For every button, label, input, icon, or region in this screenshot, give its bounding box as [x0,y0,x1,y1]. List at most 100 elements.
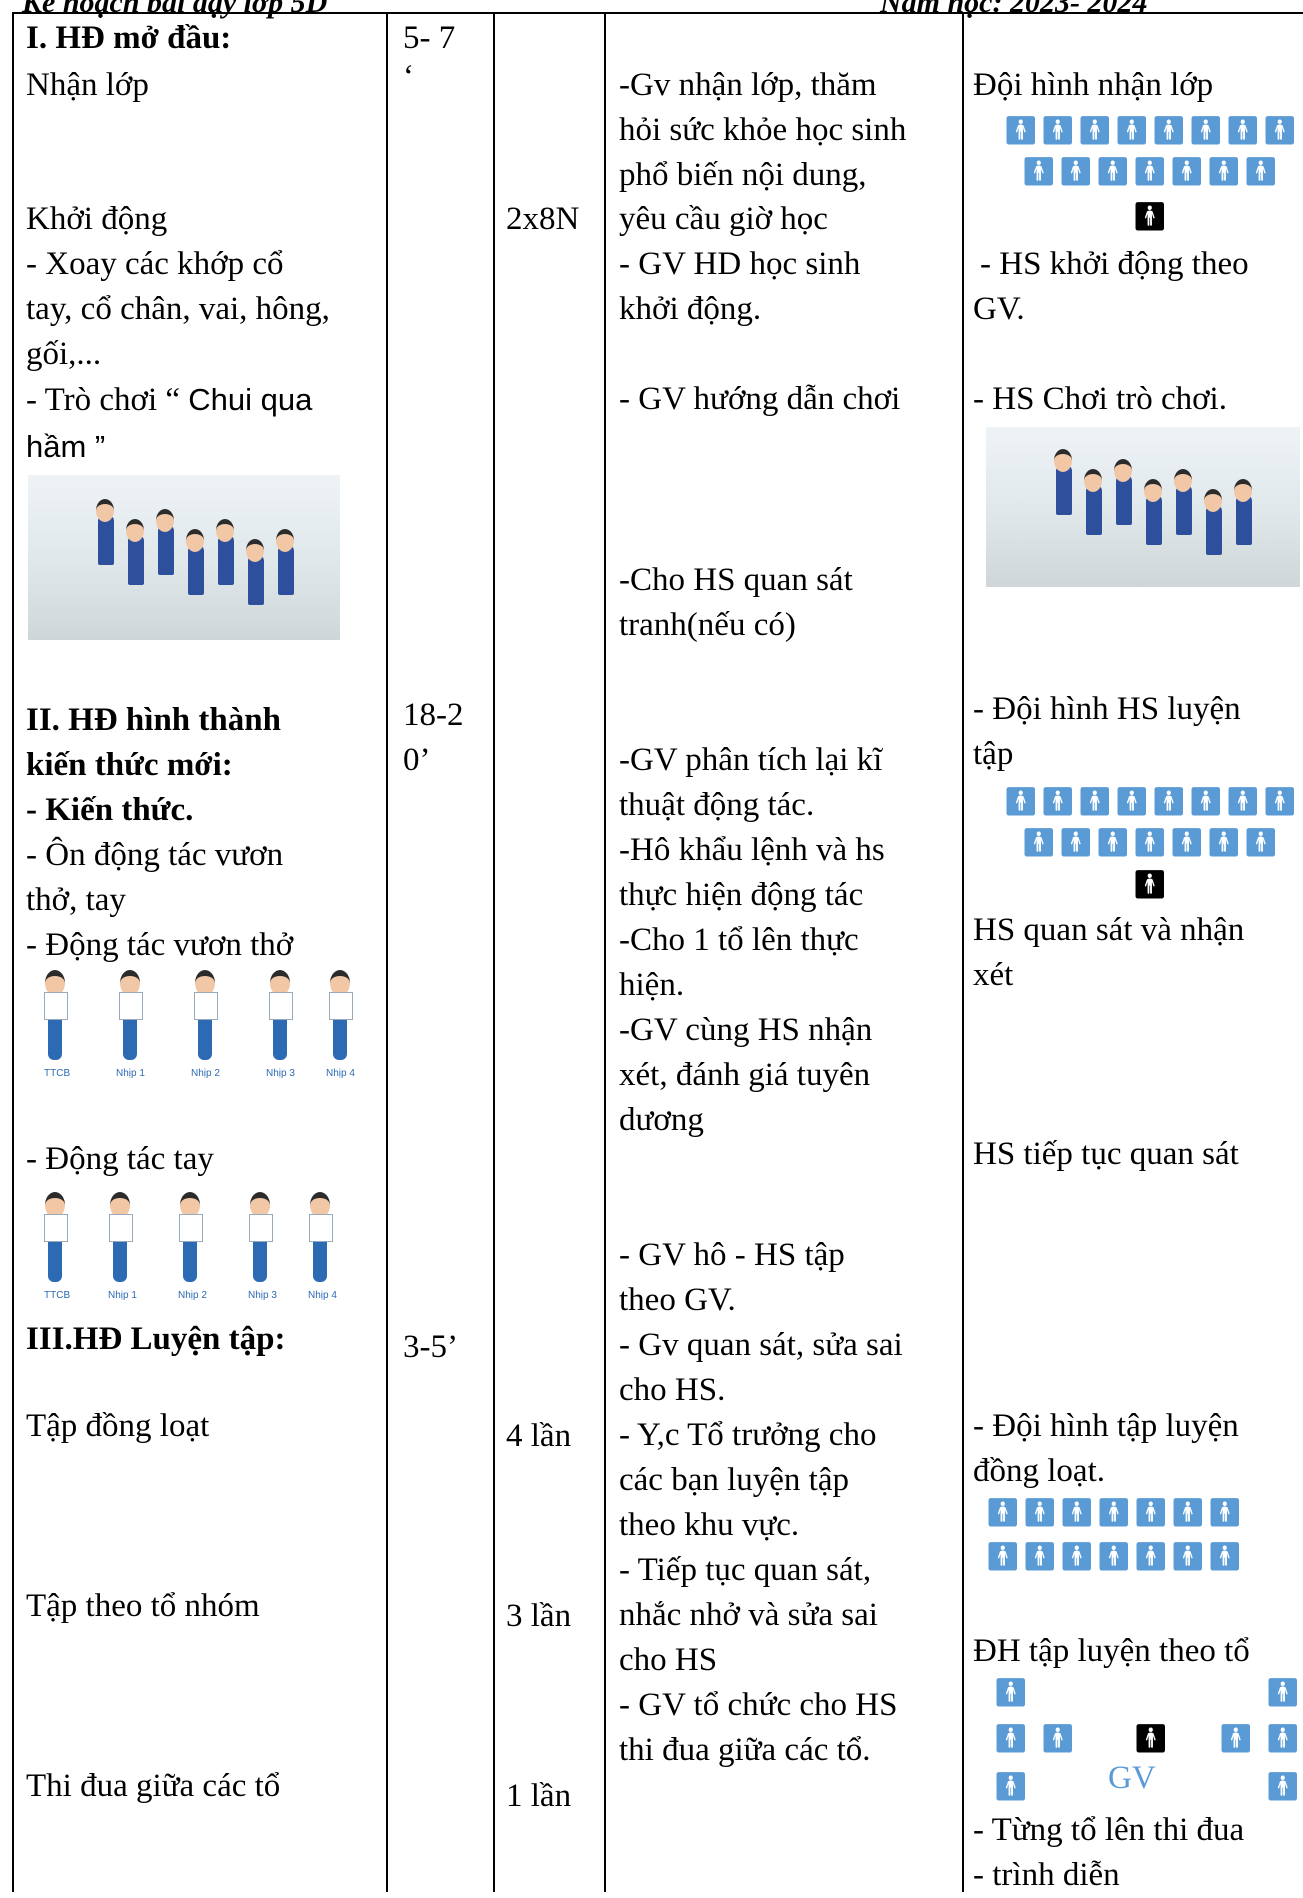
gv-c10: cho HS [619,1642,718,1678]
reps-4: 1 lần [506,1778,572,1814]
gv-b3: -Hô khẩu lệnh và hs [619,832,885,868]
vuon-tho-caption-3: Nhịp 3 [266,1068,295,1079]
teacher-icon: 🚹︎ [1132,200,1168,233]
hs-b1: - Đội hình HS luyện [973,691,1241,727]
student-icon: 🚹︎ [1151,114,1187,147]
reps-2: 4 lần [506,1418,572,1454]
gv-label: GV [1108,1760,1156,1796]
on-dong-tac-2: thở, tay [26,882,126,918]
dong-loat-label: Tập đồng loạt [26,1408,210,1444]
student-icon: 🚹︎ [1265,1676,1301,1709]
student-icon: 🚹︎ [1040,785,1076,818]
hs-c1: - Đội hình tập luyện [973,1408,1239,1444]
teacher-icon: 🚹︎ [1132,868,1168,901]
student-icon: 🚹︎ [1170,1496,1206,1529]
reps-1: 2x8N [506,201,580,237]
hs-b2: tập [973,736,1014,772]
student-icon: 🚹︎ [1077,114,1113,147]
student-icon: 🚹︎ [1095,826,1131,859]
section-2-title-1: II. HĐ hình thành [26,702,281,738]
vuon-tho-caption-4: Nhịp 4 [326,1068,355,1079]
student-icon: 🚹︎ [1169,826,1205,859]
tay-caption-0: TTCB [44,1290,71,1301]
xoay-line-3: gối,... [26,336,102,372]
col-divider-4 [962,12,964,1892]
student-icon: 🚹︎ [1132,826,1168,859]
col-divider-1 [386,12,388,1892]
dong-tac-tay-pose-strip: TTCB Nhịp 1 Nhịp 2 Nhịp 3 Nhịp 4 [28,1190,358,1305]
student-icon: 🚹︎ [1003,785,1039,818]
hs-a1: Đội hình nhận lớp [973,67,1214,103]
student-icon: 🚹︎ [1096,1540,1132,1573]
student-icon: 🚹︎ [1151,785,1187,818]
student-icon: 🚹︎ [1096,1496,1132,1529]
gv-a5: - GV HD học sinh [619,246,861,282]
student-icon: 🚹︎ [1133,1496,1169,1529]
student-icon: 🚹︎ [1207,1496,1243,1529]
to-nhom-label: Tập theo tổ nhóm [26,1588,260,1624]
vuon-tho-caption-1: Nhịp 1 [116,1068,145,1079]
gv-a9: tranh(nếu có) [619,607,796,643]
time-1: 5- 7 [403,20,456,56]
student-icon: 🚹︎ [1262,785,1298,818]
reps-3: 3 lần [506,1598,572,1634]
hs-c3: ĐH tập luyện theo tổ [973,1633,1250,1669]
student-icon: 🚹︎ [1003,114,1039,147]
vuon-tho-pose-strip: TTCB Nhịp 1 Nhịp 2 Nhịp 3 Nhịp 4 [28,970,358,1085]
gv-c4: cho HS. [619,1372,726,1408]
header-left: Kế hoạch bài dạy lớp 5D [22,0,328,19]
student-icon: 🚹︎ [1021,155,1057,188]
student-icon: 🚹︎ [1262,114,1298,147]
gv-a3: phổ biến nội dung, [619,157,867,193]
hs-a2: - HS khởi động theo [980,246,1249,282]
gv-a4: yêu cầu giờ học [619,201,828,237]
tro-choi-line-2: hầm ” [26,429,106,464]
gv-a2: hỏi sức khỏe học sinh [619,112,907,148]
student-icon: 🚹︎ [1169,155,1205,188]
gv-a1: -Gv nhận lớp, thăm [619,67,877,103]
hs-a3: GV. [973,291,1025,327]
thi-dua-label: Thi đua giữa các tổ [26,1768,281,1804]
section-2-title-2: kiến thức mới: [26,747,233,783]
tro-choi-line-1: - Trò chơi “ Chui qua [26,377,312,423]
dong-tac-tay-label: - Động tác tay [26,1141,214,1177]
vuon-tho-label: - Động tác vươn thở [26,927,294,963]
gv-c11: - GV tổ chức cho HS [619,1687,898,1723]
gv-c8: - Tiếp tục quan sát, [619,1552,872,1588]
kien-thuc-label: - Kiến thức. [26,792,194,828]
gv-b5: -Cho 1 tổ lên thực [619,922,859,958]
student-icon: 🚹︎ [1058,826,1094,859]
student-icon: 🚹︎ [985,1540,1021,1573]
tay-caption-2: Nhịp 2 [178,1290,207,1301]
gv-b1: -GV phân tích lại kĩ [619,742,883,778]
student-icon: 🚹︎ [1114,785,1150,818]
hs-c2: đồng loạt. [973,1453,1105,1489]
gv-b2: thuật động tác. [619,787,815,823]
gv-c3: - Gv quan sát, sửa sai [619,1327,903,1363]
student-icon: 🚹︎ [1133,1540,1169,1573]
on-dong-tac-1: - Ôn động tác vươn [26,837,284,873]
student-icon: 🚹︎ [1058,155,1094,188]
col-divider-3 [604,12,606,1892]
game-illustration-right [986,427,1300,587]
tro-choi-name: Chui qua [188,382,313,417]
gv-c1: - GV hô - HS tập [619,1237,845,1273]
gv-b6: hiện. [619,967,685,1003]
hs-b3: HS quan sát và nhận [973,912,1245,948]
gv-c12: thi đua giữa các tổ. [619,1732,871,1768]
student-icon: 🚹︎ [993,1722,1029,1755]
student-icon: 🚹︎ [1021,826,1057,859]
gv-c2: theo GV. [619,1282,736,1318]
gv-b4: thực hiện động tác [619,877,864,913]
student-icon: 🚹︎ [1022,1496,1058,1529]
time-1-tick: ‘ [403,59,414,95]
student-icon: 🚹︎ [1188,785,1224,818]
student-icon: 🚹︎ [1059,1496,1095,1529]
tay-caption-3: Nhịp 3 [248,1290,277,1301]
vuon-tho-caption-2: Nhịp 2 [191,1068,220,1079]
gv-c6: các bạn luyện tập [619,1462,849,1498]
xoay-line-2: tay, cổ chân, vai, hông, [26,291,330,327]
student-icon: 🚹︎ [1206,155,1242,188]
gv-a8: -Cho HS quan sát [619,562,853,598]
student-icon: 🚹︎ [1225,785,1261,818]
